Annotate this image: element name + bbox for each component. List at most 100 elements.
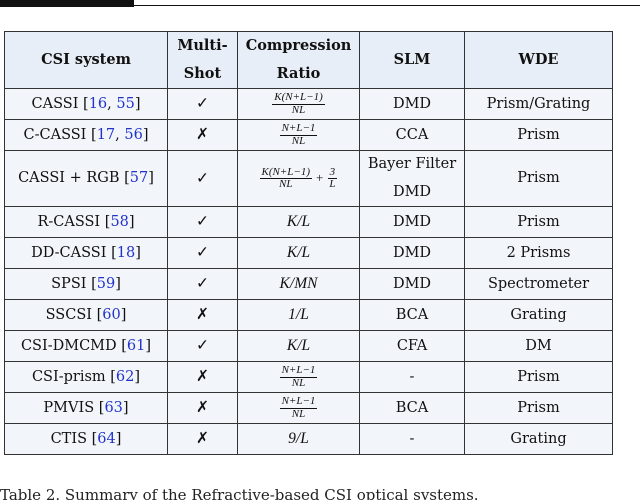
citation-link[interactable]: 58 bbox=[110, 213, 129, 230]
header-black-bar bbox=[0, 0, 134, 7]
system-name-cell: C-CASSI [17, 56] bbox=[4, 119, 168, 151]
table-row: R-CASSI [58] ✓ K/L DMD Prism bbox=[4, 206, 613, 239]
slm-cell: DMD bbox=[359, 237, 465, 270]
slm-cell: DMD bbox=[359, 88, 465, 120]
header-csi-system: CSI system bbox=[4, 31, 168, 89]
citation-link[interactable]: 61 bbox=[126, 337, 146, 354]
wde-cell: Prism bbox=[464, 206, 613, 239]
citation-link[interactable]: 64 bbox=[97, 430, 116, 447]
wde-cell: Prism bbox=[464, 149, 613, 208]
table-caption: Table 2. Summary of the Refractive-based… bbox=[0, 486, 479, 500]
table-row: CTIS [64] ✗ 9/L - Grating bbox=[4, 423, 613, 456]
multishot-mark: ✓ bbox=[167, 268, 238, 301]
header-compression-ratio: Compression Ratio bbox=[237, 31, 360, 89]
wde-cell: Grating bbox=[464, 299, 613, 332]
system-name-cell: DD-CASSI [18] bbox=[4, 237, 168, 270]
slm-cell: DMD bbox=[359, 206, 465, 239]
system-name-cell: PMVIS [63] bbox=[4, 392, 168, 425]
wde-cell: DM bbox=[464, 330, 613, 363]
header-ratio-line1: Compression bbox=[245, 37, 352, 55]
page-top-rule bbox=[0, 0, 640, 10]
table-row: SPSI [59] ✓ K/MN DMD Spectrometer bbox=[4, 268, 613, 301]
slm-cell: - bbox=[359, 361, 465, 394]
citation-link[interactable]: 17 bbox=[96, 126, 116, 143]
slm-cell: - bbox=[359, 423, 465, 456]
system-name-cell: CSI-DMCMD [61] bbox=[4, 330, 168, 363]
slm-cell: CCA bbox=[359, 119, 465, 151]
system-name-cell: SPSI [59] bbox=[4, 268, 168, 301]
header-ratio-line2: Ratio bbox=[276, 65, 321, 82]
header-multi-shot-line2: Shot bbox=[183, 65, 222, 82]
header-slm: SLM bbox=[359, 31, 465, 89]
table-row: SSCSI [60] ✗ 1/L BCA Grating bbox=[4, 299, 613, 332]
system-name-cell: SSCSI [60] bbox=[4, 299, 168, 332]
slm-cell: DMD bbox=[359, 268, 465, 301]
system-name-cell: CASSI + RGB [57] bbox=[4, 149, 168, 208]
multishot-mark: ✓ bbox=[167, 88, 238, 120]
wde-cell: 2 Prisms bbox=[464, 237, 613, 270]
citation-link[interactable]: 56 bbox=[124, 126, 143, 143]
multishot-mark: ✓ bbox=[167, 237, 238, 270]
table-row: CSI-DMCMD [61] ✓ K/L CFA DM bbox=[4, 330, 613, 363]
compression-ratio-cell: K(N+L−1)NL bbox=[237, 88, 360, 120]
table-header-row: CSI system Multi- Shot Compression Ratio… bbox=[4, 31, 613, 89]
citation-link[interactable]: 59 bbox=[96, 275, 116, 292]
system-name-cell: CSI-prism [62] bbox=[4, 361, 168, 394]
wde-cell: Prism bbox=[464, 392, 613, 425]
multishot-mark: ✗ bbox=[167, 392, 238, 425]
multishot-mark: ✓ bbox=[167, 206, 238, 239]
system-name-cell: CTIS [64] bbox=[4, 423, 168, 456]
compression-ratio-cell: K/L bbox=[237, 330, 360, 363]
header-multi-shot: Multi- Shot bbox=[167, 31, 238, 89]
wde-cell: Prism/Grating bbox=[464, 88, 613, 120]
multishot-mark: ✗ bbox=[167, 361, 238, 394]
wde-cell: Prism bbox=[464, 361, 613, 394]
system-name-cell: CASSI [16, 55] bbox=[4, 88, 168, 120]
citation-link[interactable]: 57 bbox=[129, 170, 149, 187]
header-multi-shot-line1: Multi- bbox=[177, 37, 228, 55]
csi-systems-table: CSI system Multi- Shot Compression Ratio… bbox=[4, 31, 613, 456]
citation-link[interactable]: 18 bbox=[116, 244, 136, 261]
compression-ratio-cell: K/MN bbox=[237, 268, 360, 301]
ratio-fraction: K(N+L−1)NL bbox=[259, 165, 312, 191]
compression-ratio-cell: K/L bbox=[237, 206, 360, 239]
multishot-mark: ✓ bbox=[167, 330, 238, 363]
compression-ratio-cell: 1/L bbox=[237, 299, 360, 332]
ratio-plus: + bbox=[316, 170, 324, 186]
multishot-mark: ✗ bbox=[167, 423, 238, 456]
citation-link[interactable]: 63 bbox=[104, 399, 123, 416]
citation-link[interactable]: 62 bbox=[115, 368, 135, 385]
wde-cell: Prism bbox=[464, 119, 613, 151]
compression-ratio-cell: 9/L bbox=[237, 423, 360, 456]
slm-cell: BCA bbox=[359, 392, 465, 425]
ratio-fraction: K(N+L−1)NL bbox=[272, 90, 325, 116]
multishot-mark: ✗ bbox=[167, 299, 238, 332]
header-wde: WDE bbox=[464, 31, 613, 89]
citation-link[interactable]: 55 bbox=[116, 95, 135, 112]
multishot-mark: ✓ bbox=[167, 149, 238, 208]
compression-ratio-cell: K/L bbox=[237, 237, 360, 270]
system-name-cell: R-CASSI [58] bbox=[4, 206, 168, 239]
table-row: DD-CASSI [18] ✓ K/L DMD 2 Prisms bbox=[4, 237, 613, 270]
citation-link[interactable]: 16 bbox=[88, 95, 108, 112]
wde-cell: Grating bbox=[464, 423, 613, 456]
wde-cell: Spectrometer bbox=[464, 268, 613, 301]
slm-cell: CFA bbox=[359, 330, 465, 363]
citation-link[interactable]: 60 bbox=[102, 306, 121, 323]
slm-cell: BCA bbox=[359, 299, 465, 332]
header-rule-line bbox=[134, 5, 640, 6]
table-row: CASSI [16, 55] ✓ K(N+L−1)NL DMD Prism/Gr… bbox=[4, 88, 613, 120]
